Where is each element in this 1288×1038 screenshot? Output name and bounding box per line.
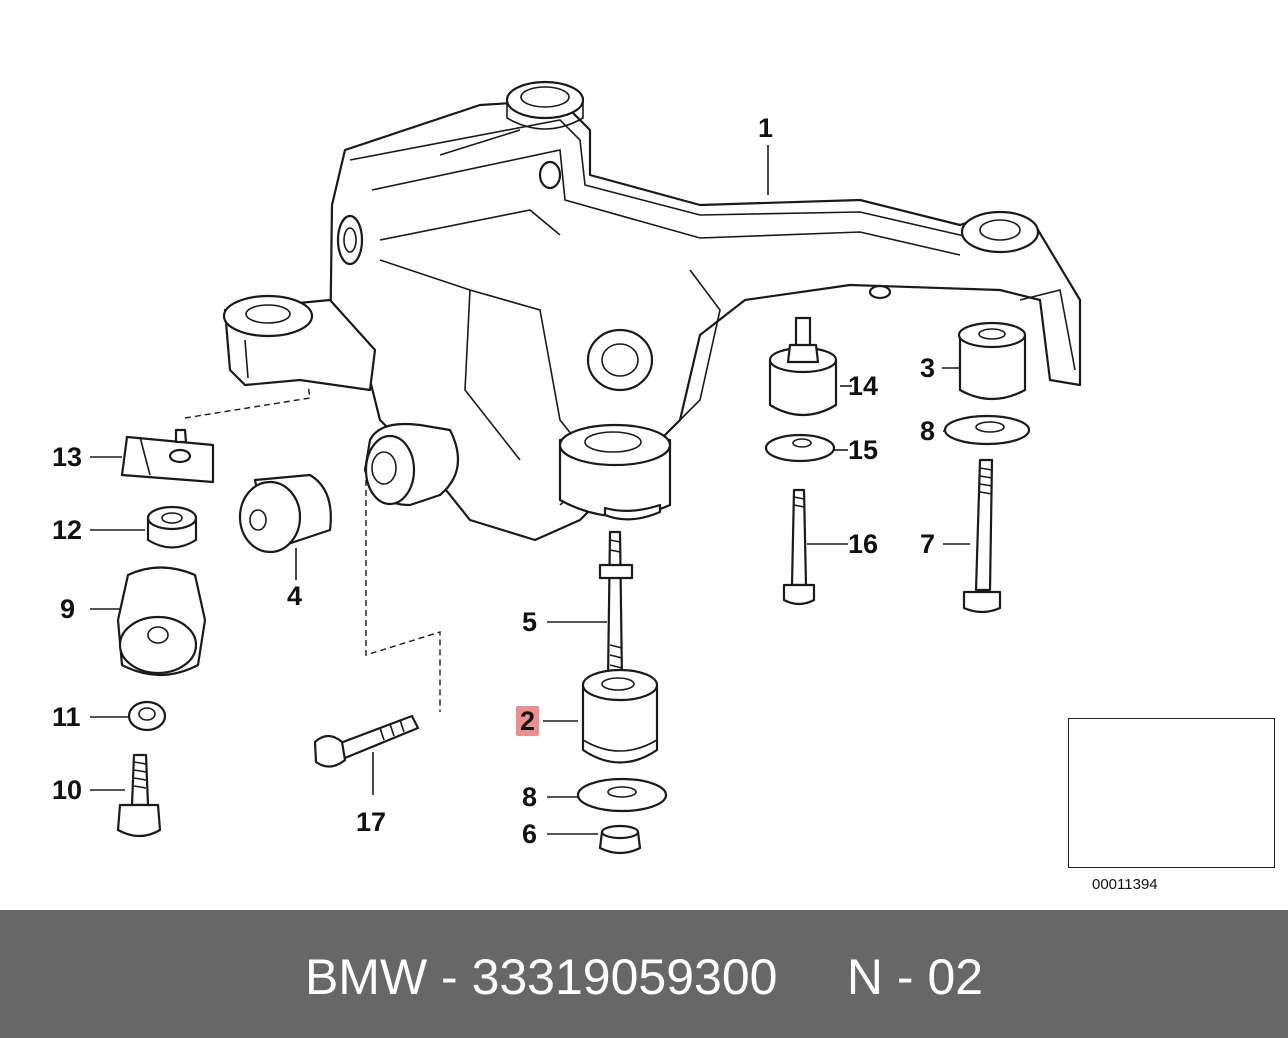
leader-lines [90,145,970,835]
part-8-washer-lower [576,777,668,813]
part-17-bolt [313,714,420,768]
callout-12: 12 [52,515,83,545]
rear-axle-subframe [222,80,1082,542]
part-2-bushing [581,668,659,764]
vehicle-inset-frame [1068,718,1275,868]
diagram-reference-number: 00011394 [1092,876,1158,893]
callout-3: 3 [920,353,936,383]
part-15-washer [764,433,836,463]
part-7-bolt [962,458,1002,614]
part-16-bolt [782,488,816,606]
part-10-bolt [116,753,162,838]
subframe-exploded-drawing [90,80,1273,861]
part-8-washer-right [943,414,1031,446]
callout-16: 16 [848,529,879,559]
part-12-ring [146,505,198,549]
callout-8-lower: 8 [522,782,538,812]
callout-4: 4 [287,581,303,611]
callout-9: 9 [60,594,76,624]
part-9-bushing [116,566,207,677]
part-5-stud [598,530,634,682]
callout-8-right: 8 [920,416,936,446]
callout-10: 10 [52,775,83,805]
callout-6: 6 [522,819,538,849]
part-13-clip [120,428,215,484]
footer-bar [0,910,1288,1038]
callout-7: 7 [920,529,936,559]
callout-1: 1 [758,113,774,143]
callout-17: 17 [356,807,387,837]
callout-11: 11 [52,702,81,732]
part-14-mount [768,316,838,416]
parts-diagram: 1 2 3 4 5 6 7 8 8 9 10 11 12 13 14 15 16… [52,80,1275,893]
callout-13: 13 [52,442,83,472]
part-3-bushing [957,321,1027,400]
part-11-washer [127,700,167,732]
callout-5: 5 [522,607,538,637]
callout-15: 15 [848,435,879,465]
callout-14: 14 [848,371,879,401]
callout-2-highlighted: 2 [516,706,540,736]
part-4-bushing [238,473,332,554]
part-number-caption: BMW - 33319059300 N - 02 [304,949,984,1005]
part-6-nut [598,824,642,855]
